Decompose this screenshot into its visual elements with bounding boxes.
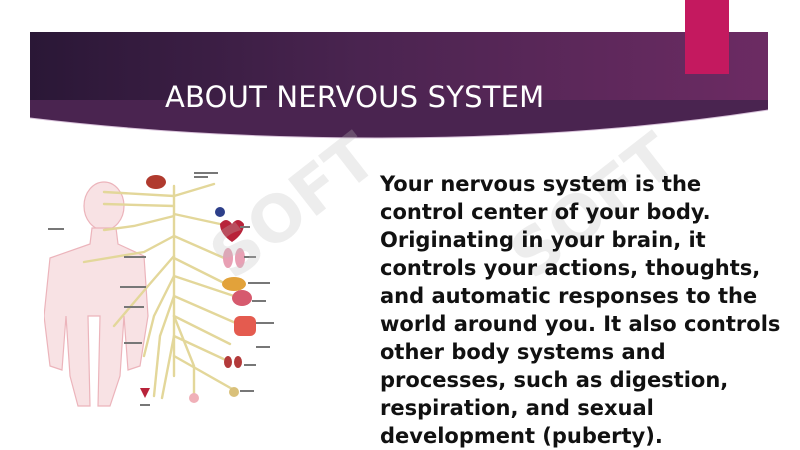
slide-title: ABOUT NERVOUS SYSTEM (165, 80, 545, 114)
diagram-label-marks (48, 172, 274, 406)
nerve-network (82, 182, 240, 400)
slide-body-text: Your nervous system is the control cente… (380, 172, 781, 448)
reproductive-organ-icon (140, 388, 199, 403)
nervous-system-diagram (44, 172, 274, 407)
lungs-icon (223, 248, 245, 268)
stomach-icon (232, 290, 252, 306)
human-body-outline-icon (44, 181, 149, 407)
brain-icon (146, 175, 166, 189)
bladder-icon (229, 387, 239, 397)
liver-icon (222, 277, 246, 291)
heart-icon (220, 220, 244, 242)
title-band-curve (30, 100, 768, 155)
intestine-icon (234, 316, 256, 336)
eye-icon (215, 207, 225, 217)
kidney-icon (224, 356, 242, 368)
accent-tab (685, 0, 729, 74)
